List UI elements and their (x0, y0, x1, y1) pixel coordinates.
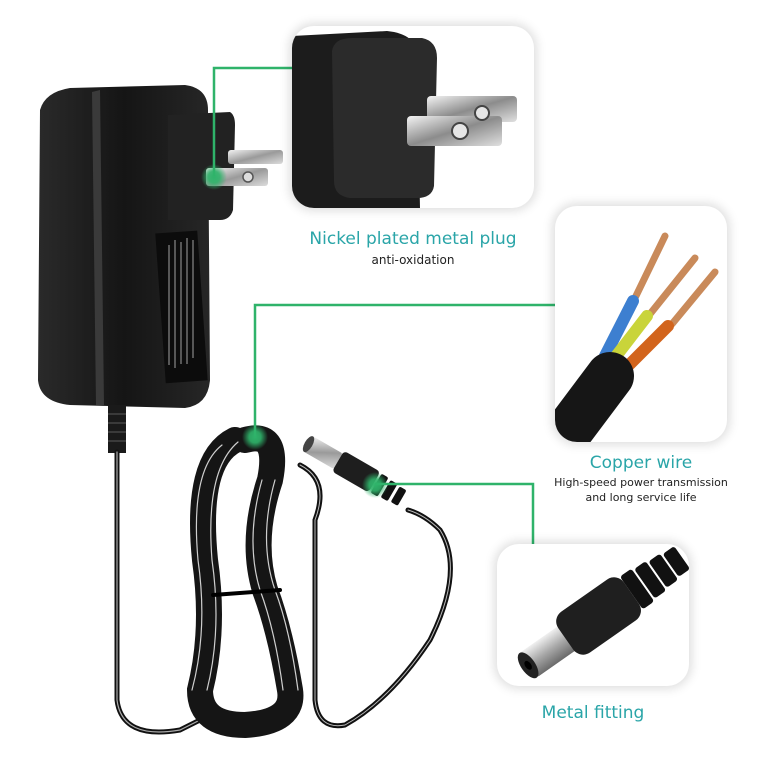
callout-dots (201, 164, 388, 498)
dc-barrel-jack-icon (517, 547, 689, 679)
copper-wire-panel (555, 206, 727, 442)
ac-plug-icon (292, 31, 517, 208)
callout-lines (212, 66, 556, 545)
plug-feature-title: Nickel plated metal plug (309, 229, 517, 249)
adapter-body (38, 85, 283, 453)
wire-feature-title: Copper wire (589, 453, 693, 473)
wire-feature-subtitle-line1: High-speed power transmission (554, 476, 728, 489)
metal-fitting-panel (497, 544, 689, 686)
jack-marker-dot (362, 472, 388, 498)
copper-wire-icon (555, 232, 719, 442)
fitting-feature-title: Metal fitting (541, 703, 645, 723)
plug-closeup-panel (292, 26, 534, 208)
coiled-cable (114, 425, 453, 739)
plug-marker-dot (201, 164, 227, 190)
dc-jack (302, 436, 406, 506)
wire-feature-subtitle-line2: and long service life (585, 491, 697, 504)
cable-marker-dot (242, 424, 268, 450)
plug-feature-subtitle: anti-oxidation (371, 253, 455, 267)
